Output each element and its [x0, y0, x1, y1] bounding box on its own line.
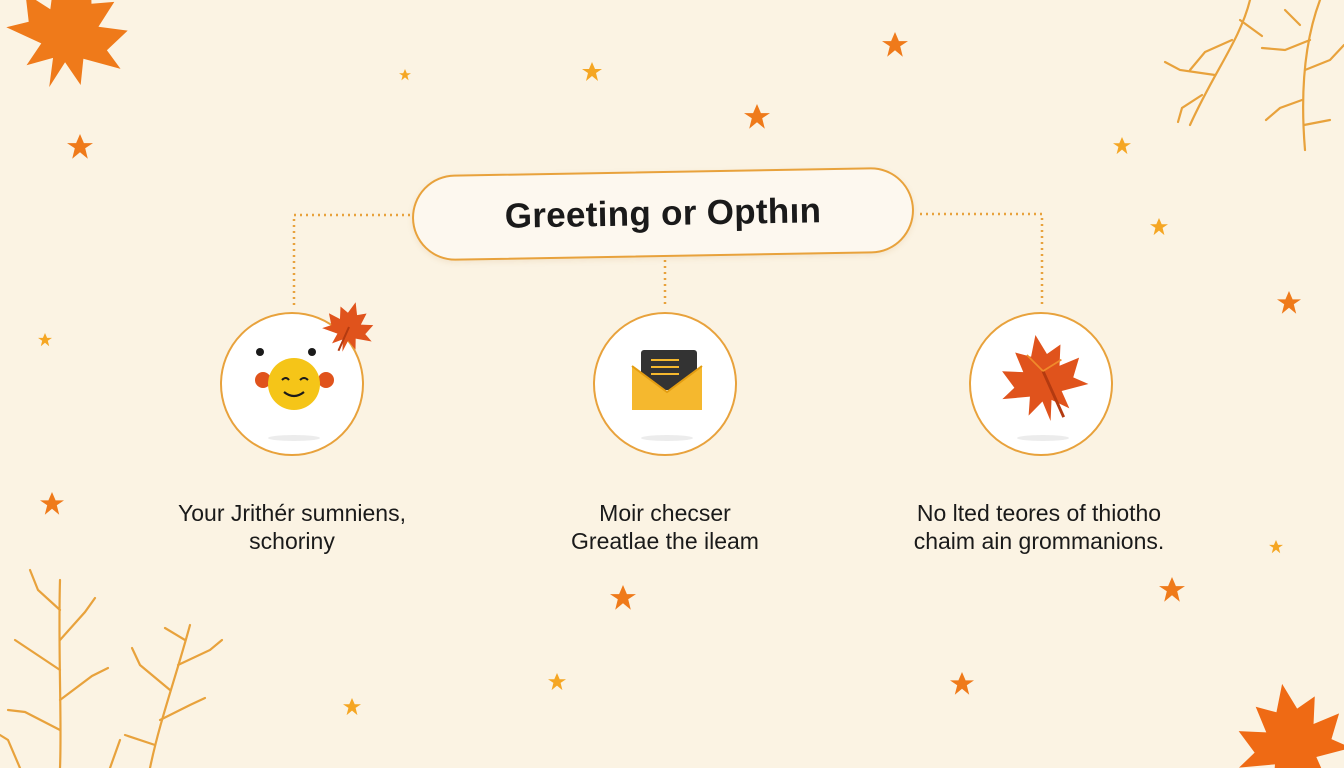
branch-top-right: [1165, 0, 1344, 150]
node-circle-leaf: [969, 312, 1113, 456]
node-caption-leaf: No lted teores of thiotho chaim ain grom…: [879, 499, 1199, 555]
envelope-icon: [595, 314, 739, 458]
node-caption-smiley: Your Jrithér sumniens, schoriny: [132, 499, 452, 555]
corner-leaf-bottom-right: [1226, 674, 1344, 768]
connector-right: [920, 214, 1042, 308]
corner-leaf-top-left: [0, 0, 148, 108]
caption-line: Moir checser: [505, 499, 825, 527]
maple-leaf-icon: [971, 314, 1115, 458]
caption-line: Your Jrithér sumniens,: [132, 499, 452, 527]
caption-line: Greatlae the ileam: [505, 527, 825, 555]
caption-line: No lted teores of thiotho: [879, 499, 1199, 527]
node-circle-envelope: [593, 312, 737, 456]
branch-bottom-left: [0, 570, 222, 768]
header-pill: Greeting or Opthın: [411, 167, 914, 262]
connector-left: [294, 215, 410, 308]
node-caption-envelope: Moir checser Greatlae the ileam: [505, 499, 825, 555]
caption-line: chaim ain grommanions.: [879, 527, 1199, 555]
caption-line: schoriny: [132, 527, 452, 555]
diagram-title: Greeting or Opthın: [413, 169, 912, 260]
